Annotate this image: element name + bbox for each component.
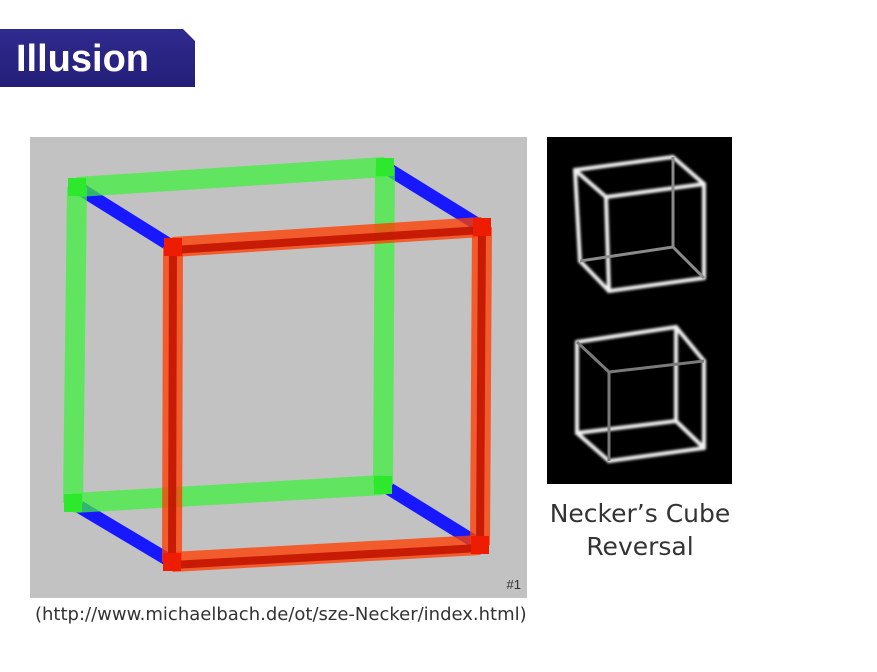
figure-number: #1: [506, 577, 521, 592]
slide-title: Illusion: [16, 38, 149, 80]
necker-cubes-drawing: [573, 155, 706, 463]
lower-cube-back: [575, 340, 705, 461]
back-face: [63, 157, 395, 513]
source-link[interactable]: (http://www.michaelbach.de/ot/sze-Necker…: [35, 604, 527, 625]
upper-cube-back: [579, 157, 706, 280]
connector-edges: [66, 160, 489, 569]
necker-cube-reversal-image: [547, 137, 732, 484]
caption-line-2: Reversal: [586, 532, 694, 561]
cube-caption: Necker’s Cube Reversal: [540, 497, 740, 563]
corner-nodes: [64, 158, 491, 571]
caption-line-1: Necker’s Cube: [549, 499, 731, 528]
title-banner: [0, 29, 195, 87]
upper-cube: [573, 155, 706, 293]
front-face-core: [168, 226, 486, 569]
lower-cube: [575, 325, 706, 463]
necker-cube-drawing: [63, 157, 492, 572]
necker-cube-colored: #1: [30, 137, 527, 598]
